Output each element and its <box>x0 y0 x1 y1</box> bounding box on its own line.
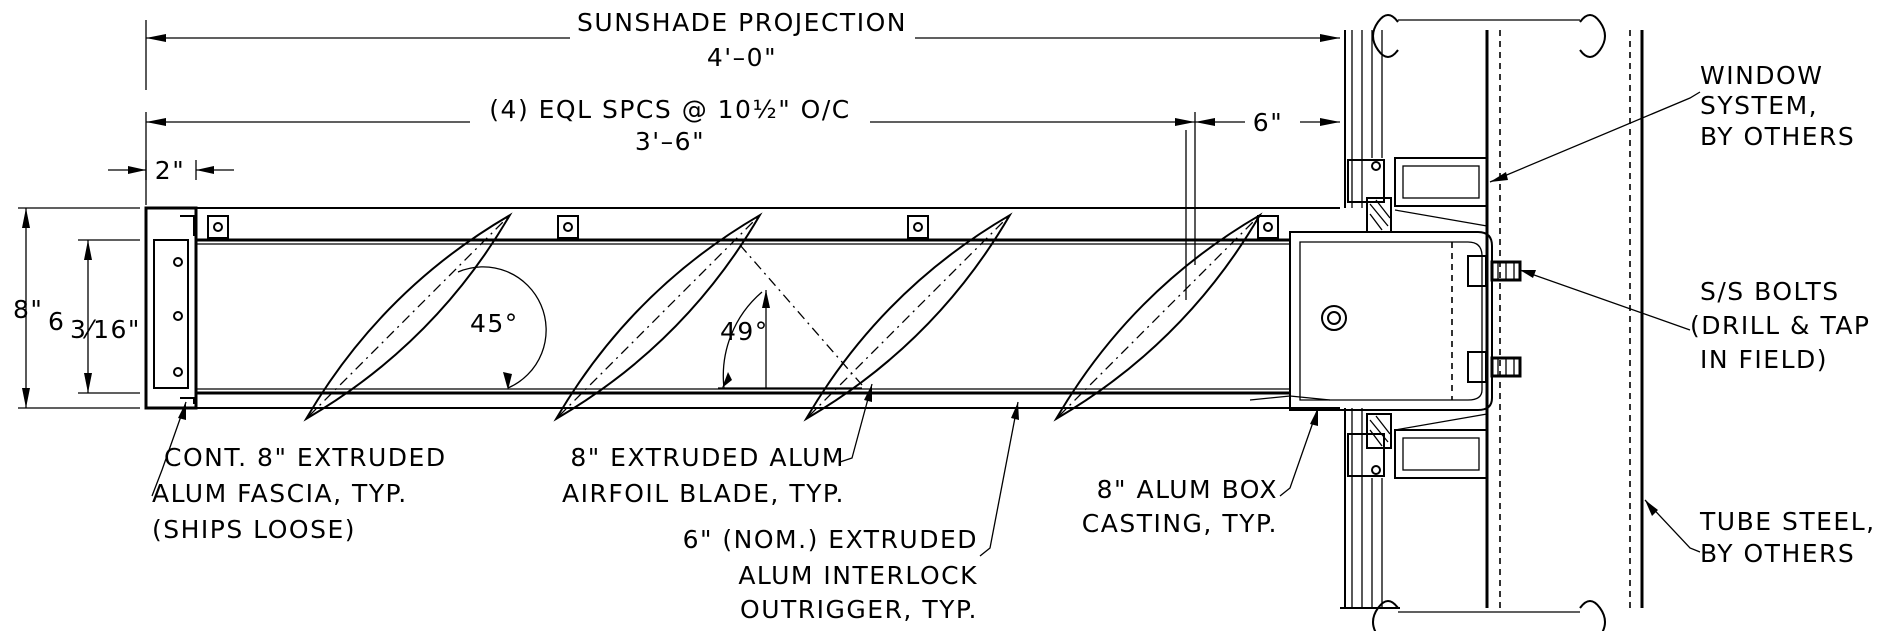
bolts-callout-line-1: S/S BOLTS <box>1700 277 1840 306</box>
blade-height-dimension: 6 3⁄16" <box>48 239 141 394</box>
leader-lines <box>151 91 1701 557</box>
end-offset-dimension: 6" <box>1194 108 1340 265</box>
box-callout-line-2: CASTING, TYP. <box>1082 509 1278 538</box>
projection-dimension-title: SUNSHADE PROJECTION <box>577 8 907 37</box>
angle-49-label: 49° <box>720 317 769 346</box>
fascia-width-dimension: 2" <box>108 156 234 185</box>
tube-callout-line-2: BY OTHERS <box>1700 539 1855 568</box>
fascia-callout-line-2: ALUM FASCIA, TYP. <box>152 479 408 508</box>
overall-height-dimension-value: 8" <box>13 295 43 324</box>
fascia-callout-line-3: (SHIPS LOOSE) <box>152 515 356 544</box>
tube-callout: TUBE STEEL, BY OTHERS <box>1699 507 1876 568</box>
end-offset-dimension-value: 6" <box>1253 108 1283 137</box>
window-callout-line-2: SYSTEM, <box>1700 91 1818 120</box>
bolts-callout-line-3: IN FIELD) <box>1700 345 1828 374</box>
airfoil-blades <box>291 200 1275 434</box>
spacing-dimension-value: 3'–6" <box>635 127 705 156</box>
bolts-callout-line-2: (DRILL & TAP <box>1690 311 1871 340</box>
blade-height-whole: 6 <box>48 307 65 336</box>
angle-49-note: 49° <box>718 244 863 389</box>
window-callout-line-1: WINDOW <box>1700 61 1823 90</box>
outrigger-callout-line-3: OUTRIGGER, TYP. <box>740 595 978 624</box>
blade-height-fraction: 3⁄16" <box>70 315 141 344</box>
alum-box-casting <box>1289 231 1493 411</box>
spacing-dimension-title: (4) EQL SPCS @ 10½" O/C <box>489 95 850 124</box>
blade-callout-line-2: AIRFOIL BLADE, TYP. <box>562 479 845 508</box>
blade-callout-line-1: 8" EXTRUDED ALUM <box>570 443 845 472</box>
outrigger-callout: 6" (NOM.) EXTRUDED ALUM INTERLOCK OUTRIG… <box>683 525 978 624</box>
outrigger-rails <box>196 207 1340 409</box>
window-callout: WINDOW SYSTEM, BY OTHERS <box>1700 61 1855 151</box>
stainless-bolts <box>1467 255 1522 383</box>
projection-dimension: SUNSHADE PROJECTION 4'–0" <box>145 8 1340 90</box>
spacing-dimension: (4) EQL SPCS @ 10½" O/C 3'–6" <box>145 95 1195 205</box>
bolts-callout: S/S BOLTS (DRILL & TAP IN FIELD) <box>1690 277 1871 374</box>
outrigger-clips <box>202 214 1284 242</box>
outrigger-callout-line-2: ALUM INTERLOCK <box>738 561 978 590</box>
box-callout: 8" ALUM BOX CASTING, TYP. <box>1082 475 1278 538</box>
window-callout-line-3: BY OTHERS <box>1700 122 1855 151</box>
tube-callout-line-1: TUBE STEEL, <box>1699 507 1876 536</box>
projection-dimension-value: 4'–0" <box>707 43 777 72</box>
fascia-callout: CONT. 8" EXTRUDED ALUM FASCIA, TYP. (SHI… <box>152 443 447 544</box>
fascia-callout-line-1: CONT. 8" EXTRUDED <box>164 443 447 472</box>
tube-steel <box>1485 30 1644 608</box>
blade-callout: 8" EXTRUDED ALUM AIRFOIL BLADE, TYP. <box>562 443 845 508</box>
overall-height-dimension: 8" <box>13 207 140 409</box>
box-callout-line-1: 8" ALUM BOX <box>1097 475 1278 504</box>
outrigger-callout-line-1: 6" (NOM.) EXTRUDED <box>683 525 978 554</box>
fascia-width-dimension-value: 2" <box>155 156 185 185</box>
angle-45-label: 45° <box>470 309 519 338</box>
angle-45-note: 45° <box>457 266 547 390</box>
window-system <box>1340 14 1606 631</box>
alum-fascia <box>144 206 198 410</box>
